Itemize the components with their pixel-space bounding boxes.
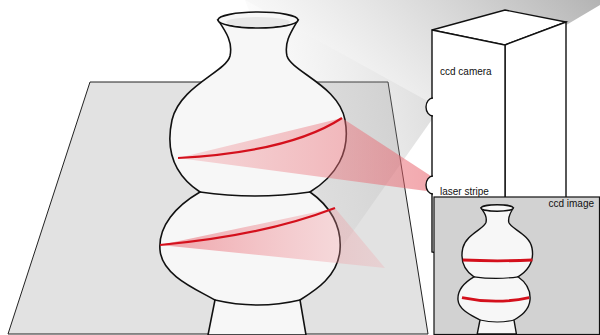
ccd-image-inset: ccd image: [434, 197, 600, 335]
laser-sheet: [178, 118, 434, 192]
laser-stripe-line: [160, 208, 335, 245]
node-label: laser stripe: [440, 186, 489, 198]
node-label: ccd camera: [440, 66, 492, 78]
node-label: ccd image: [548, 198, 594, 210]
laser-sheet: [160, 208, 385, 268]
scanner-box-face: ccd camera laser stripe: [436, 40, 502, 245]
ccd-image-vase: [458, 205, 533, 334]
ccd-image-frame: [434, 197, 600, 335]
laser-stripe-line: [178, 118, 342, 158]
